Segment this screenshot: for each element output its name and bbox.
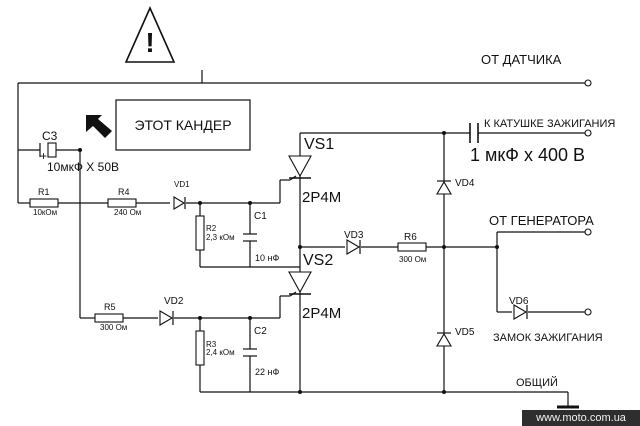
diode-vd3	[346, 239, 361, 255]
label-r1-name: R1	[38, 187, 50, 197]
terminal-coil	[584, 129, 592, 137]
label-r3-value: 2,4 кОм	[206, 348, 235, 357]
terminal-ignition-lock	[584, 308, 592, 316]
thyristor-vs2	[288, 271, 312, 297]
label-r5-name: R5	[104, 302, 116, 312]
label-to-coil: К КАТУШКЕ ЗАЖИГАНИЯ	[484, 118, 615, 130]
label-vs2-type: 2Р4М	[302, 305, 341, 322]
diode-vd1	[173, 196, 186, 210]
warning-exclamation: !	[145, 27, 154, 58]
arrow-icon	[86, 115, 112, 138]
label-r2-name: R2	[206, 224, 217, 233]
label-big-cap: 1 мкФ х 400 В	[470, 145, 585, 165]
resistor-r1	[29, 198, 59, 208]
capacitor-coil	[469, 123, 479, 143]
diode-vd6	[513, 304, 528, 320]
label-vd4-name: VD4	[455, 178, 475, 189]
terminal-sensor	[584, 79, 592, 87]
resistor-r6	[397, 242, 427, 252]
label-vd3-name: VD3	[344, 230, 364, 241]
label-c2-value: 22 нФ	[255, 367, 279, 377]
label-c3-plus: +	[40, 149, 47, 163]
resistor-r5	[94, 313, 124, 323]
watermark: www.moto.com.ua	[522, 410, 640, 426]
diode-vd2	[159, 310, 174, 326]
thyristor-vs1	[288, 155, 312, 181]
label-vs2-name: VS2	[303, 252, 333, 269]
label-c1-name: C1	[254, 211, 267, 222]
label-ignition-lock: ЗАМОК ЗАЖИГАНИЯ	[493, 332, 603, 344]
label-r3-name: R3	[206, 340, 217, 349]
label-r5-value: 300 Ом	[100, 323, 127, 332]
resistor-r4	[107, 198, 137, 208]
label-c3-value: 10мкФ Х 50В	[47, 160, 119, 174]
label-r4-value: 240 Ом	[114, 208, 141, 217]
warning-triangle-icon: !	[124, 6, 176, 63]
label-c3-name: C3	[42, 129, 58, 143]
label-c2-name: C2	[254, 326, 267, 337]
callout-box	[115, 99, 251, 151]
label-c1-value: 10 нФ	[255, 253, 279, 263]
label-vd5-name: VD5	[455, 327, 475, 338]
terminal-generator	[584, 228, 592, 236]
junction-dots	[78, 131, 499, 394]
diode-vd4	[436, 180, 452, 195]
label-from-generator: ОТ ГЕНЕРАТОРА	[489, 213, 594, 228]
capacitor-c1	[243, 233, 257, 242]
label-vd2-name: VD2	[164, 296, 184, 307]
label-common: ОБЩИЙ	[516, 376, 558, 389]
label-r6-value: 300 Ом	[399, 255, 426, 264]
capacitor-c3	[39, 142, 57, 158]
resistor-r2	[195, 215, 205, 251]
label-vd6-name: VD6	[509, 296, 529, 307]
terminals	[584, 79, 592, 316]
label-vs1-type: 2Р4М	[302, 189, 341, 206]
label-r2-value: 2,3 кОм	[206, 233, 235, 242]
label-r1-value: 10кОм	[33, 208, 57, 217]
label-r4-name: R4	[118, 187, 130, 197]
label-this-capacitor: ЭТОТ КАНДЕР	[134, 117, 231, 133]
capacitor-c2	[243, 348, 257, 357]
label-vd1-name: VD1	[174, 180, 190, 189]
diode-vd5	[436, 332, 452, 347]
label-r6-name: R6	[404, 232, 417, 243]
resistor-r3	[195, 330, 205, 366]
wires	[17, 70, 585, 406]
label-vs1-name: VS1	[304, 136, 334, 153]
label-from-sensor: ОТ ДАТЧИКА	[481, 52, 562, 67]
